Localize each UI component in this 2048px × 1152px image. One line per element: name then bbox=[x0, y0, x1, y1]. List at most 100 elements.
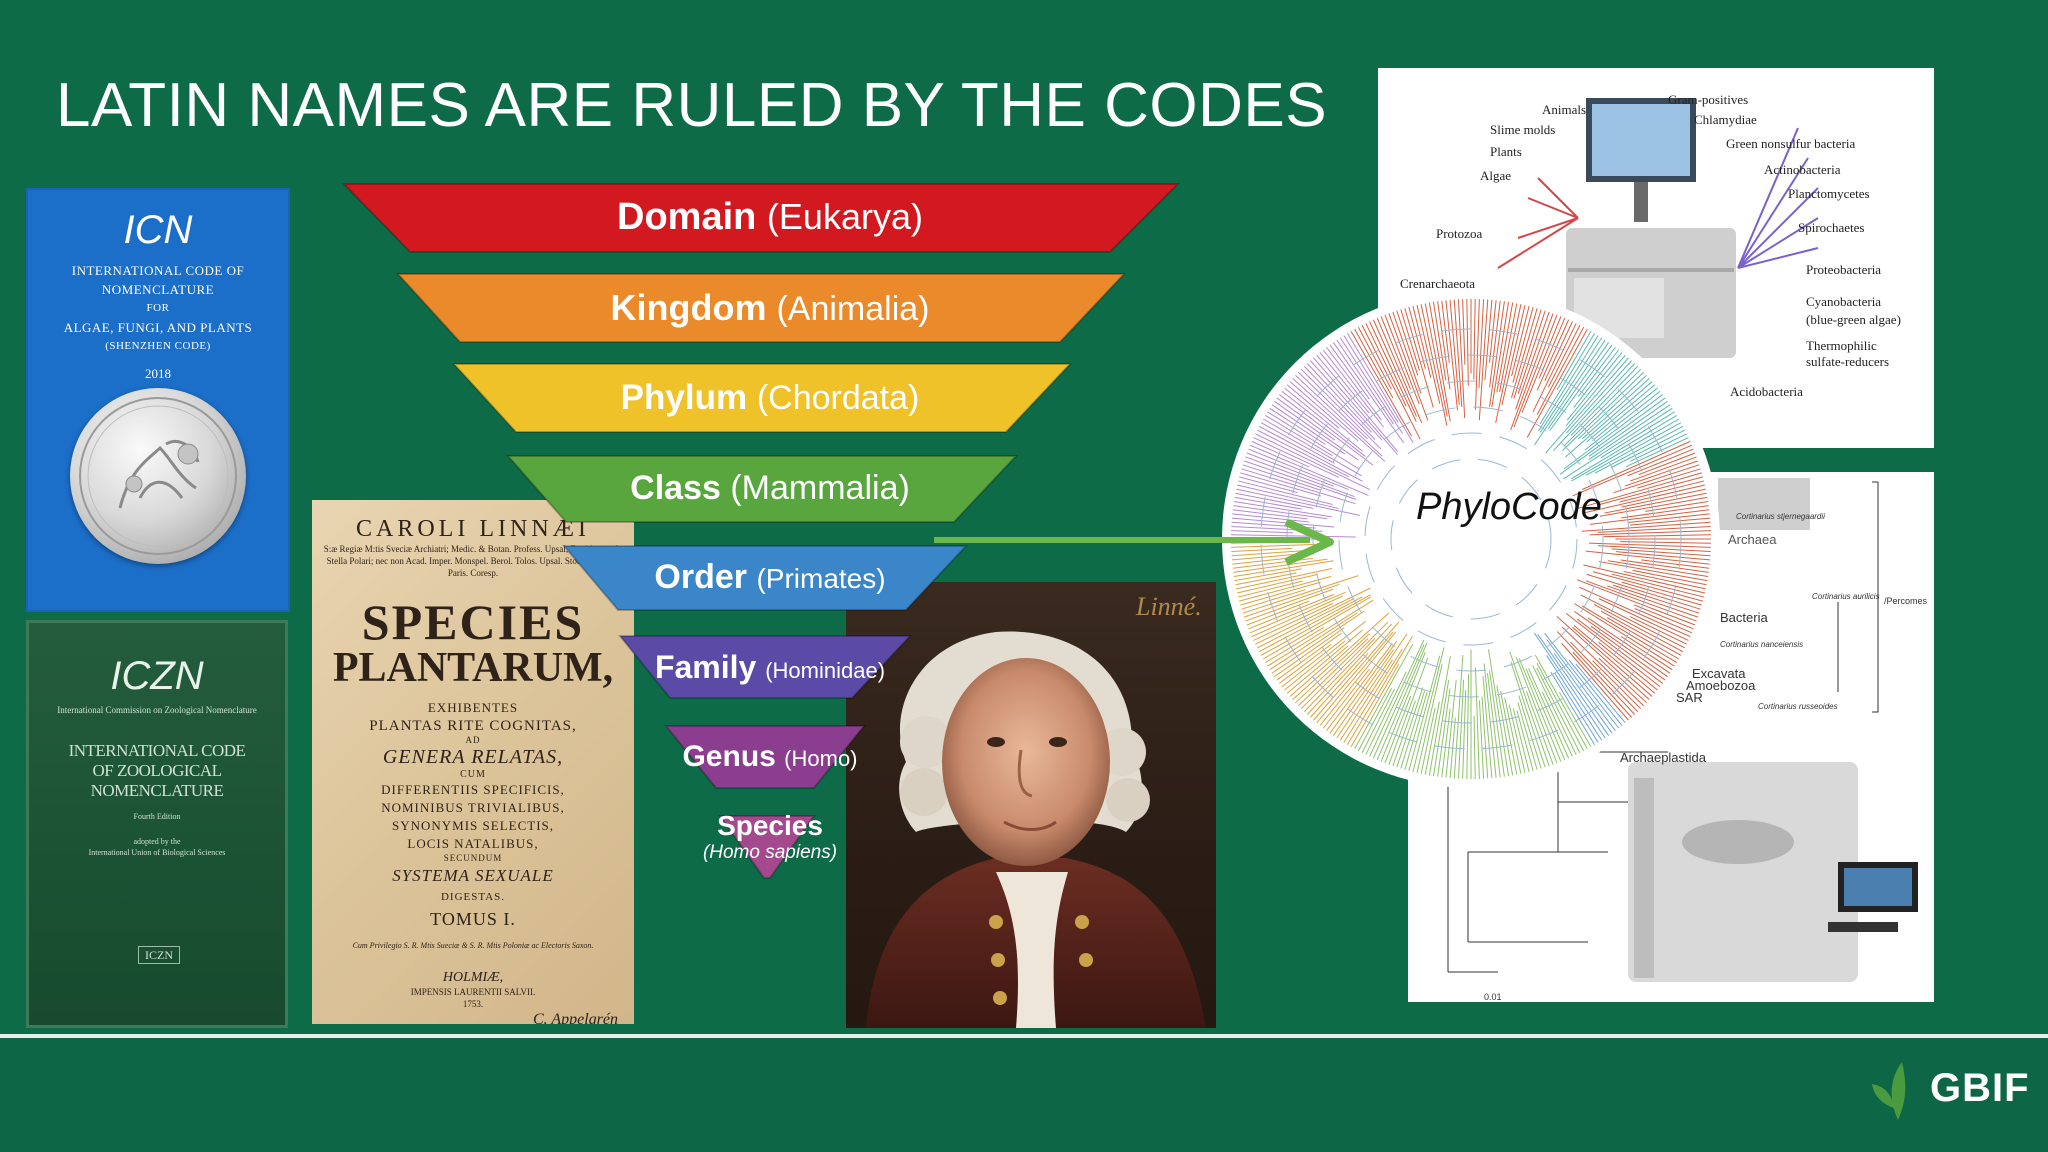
label-chlamydiae: Chlamydiae bbox=[1694, 112, 1757, 127]
cortinarius-stjernegaardii: Cortinarius stjernegaardii bbox=[1736, 512, 1825, 521]
icn-book-title: ICN bbox=[123, 208, 193, 252]
clade-amoebozoa: Amoebozoa bbox=[1686, 678, 1756, 693]
rank-example: (Mammalia) bbox=[730, 469, 910, 508]
rank-name: Order bbox=[654, 558, 757, 597]
rank-name: Genus bbox=[682, 739, 785, 773]
footer bbox=[0, 1038, 2048, 1152]
leaf-icon bbox=[1872, 1062, 1906, 1120]
icn-line-1: INTERNATIONAL CODE OF bbox=[71, 263, 245, 278]
label-plants: Plants bbox=[1490, 144, 1522, 159]
footer-divider bbox=[0, 1034, 2048, 1038]
phylogram-icon bbox=[1447, 478, 1918, 982]
sp-title-1: SPECIES bbox=[361, 594, 585, 650]
sp-year: 1753. bbox=[462, 999, 484, 1009]
rank-example: (Animalia) bbox=[776, 290, 930, 329]
sp-exhibentes: EXHIBENTES bbox=[427, 700, 519, 715]
rank-name: Domain bbox=[617, 196, 767, 239]
pyramid-band-domain bbox=[341, 183, 1181, 253]
sp-line-2: GENERA RELATAS, bbox=[382, 746, 564, 768]
rank-example: (Primates) bbox=[756, 563, 886, 595]
rank-name: Phylum bbox=[620, 377, 757, 417]
sp-tomus: TOMUS I. bbox=[430, 909, 516, 929]
taxonomy-pyramid: Domain (Eukarya) Kingdom (Animalia) Phylum… bbox=[340, 180, 1200, 900]
iczn-book-title: ICZN bbox=[110, 654, 204, 698]
label-sulfate-reducers: sulfate-reducers bbox=[1806, 354, 1890, 369]
pyramid-band-order bbox=[561, 545, 969, 611]
rank-label-species: Species(Homo sapiens) bbox=[340, 810, 1200, 864]
sp-signature: C. Appelgrén bbox=[532, 1011, 618, 1024]
cortinarius-russeoides: Cortinarius russeoides bbox=[1758, 702, 1838, 711]
iczn-main-line-1: INTERNATIONAL CODE bbox=[68, 741, 246, 760]
sp-line-3: DIFFERENTIIS SPECIFICIS, bbox=[381, 782, 565, 797]
icn-line-3: FOR bbox=[146, 302, 170, 314]
label-slime-molds: Slime molds bbox=[1490, 122, 1556, 137]
rank-label-order: Order (Primates) bbox=[340, 558, 1200, 597]
icn-year: 2018 bbox=[145, 366, 171, 381]
iczn-book-cover: ICZN International Commission on Zoologi… bbox=[26, 620, 288, 1028]
pyramid-band-family bbox=[617, 635, 913, 699]
rank-label-domain: Domain (Eukarya) bbox=[340, 196, 1200, 239]
scale-label: 0.01 bbox=[1484, 992, 1502, 1002]
sp-digestas: DIGESTAS. bbox=[440, 891, 506, 903]
rank-name: Species bbox=[717, 810, 823, 841]
pyramid-band-genus bbox=[663, 725, 867, 789]
clade-excavata: Excavata bbox=[1692, 666, 1746, 681]
percomes-label: /Percomes bbox=[1884, 596, 1928, 606]
clade-bacteria: Bacteria bbox=[1720, 610, 1768, 625]
sp-title-2: PLANTARUM, bbox=[332, 645, 614, 691]
sp-line-5: SYNONYMIS SELECTIS, bbox=[391, 818, 554, 833]
sp-line-1: PLANTAS RITE COGNITAS, bbox=[369, 718, 577, 734]
iczn-logo: ICZN bbox=[138, 946, 180, 964]
sp-ad: AD bbox=[465, 735, 481, 745]
rank-name: Kingdom bbox=[610, 287, 777, 329]
sp-line-6: LOCIS NATALIBUS, bbox=[407, 836, 539, 851]
pyramid-shapes bbox=[341, 183, 1181, 879]
pyramid-band-class bbox=[505, 455, 1019, 523]
sp-credits: S:æ Regiæ M:tis Sveciæ Archiatri; Medic.… bbox=[323, 544, 623, 578]
rank-label-kingdom: Kingdom (Animalia) bbox=[340, 287, 1200, 329]
rank-label-phylum: Phylum (Chordata) bbox=[340, 378, 1200, 418]
pyramid-band-species bbox=[718, 815, 816, 879]
label-thermophilic: Thermophilic bbox=[1806, 338, 1877, 353]
icn-line-4: ALGAE, FUNGI, AND PLANTS bbox=[63, 320, 253, 335]
pyramid-band-phylum bbox=[451, 363, 1073, 433]
rank-example: (Homo sapiens) bbox=[702, 842, 838, 863]
sp-cum: CUM bbox=[460, 769, 486, 780]
cortinarius-nanceiensis: Cortinarius nanceiensis bbox=[1720, 640, 1804, 649]
label-acidobacteria: Acidobacteria bbox=[1730, 384, 1803, 399]
phylocode-label: PhyloCode bbox=[1416, 486, 1602, 528]
rank-name: Family bbox=[654, 648, 766, 685]
label-proteobacteria: Proteobacteria bbox=[1806, 262, 1882, 277]
sp-privilege: Cum Privilegio S. R. Mtis Sueciæ & S. R.… bbox=[352, 941, 594, 950]
rank-label-class: Class (Mammalia) bbox=[340, 469, 1200, 508]
rank-example: (Chordata) bbox=[756, 378, 920, 417]
sp-line-4: NOMINIBUS TRIVIALIBUS, bbox=[381, 800, 565, 815]
rank-example: (Homo) bbox=[784, 745, 858, 771]
label-blue-green-algae: (blue-green algae) bbox=[1806, 312, 1901, 327]
label-protozoa: Protozoa bbox=[1436, 226, 1483, 241]
portrait-figure-icon bbox=[866, 631, 1206, 1028]
label-actinobacteria: Actinobacteria bbox=[1764, 162, 1841, 177]
label-green-nonsulfur: Green nonsulfur bacteria bbox=[1726, 136, 1856, 151]
label-animals: Animals bbox=[1542, 102, 1587, 117]
sp-author: CAROLI LINNÆI bbox=[356, 516, 590, 542]
clade-archaeplastida: Archaeplastida bbox=[1620, 750, 1706, 765]
rank-label-family: Family (Hominidae) bbox=[340, 649, 1200, 686]
iczn-main-line-2: OF ZOOLOGICAL NOMENCLATURE bbox=[90, 761, 224, 800]
circular-tree-icon bbox=[1231, 299, 1711, 779]
rank-example: (Eukarya) bbox=[766, 196, 923, 238]
label-crenarchaeota: Crenarchaeota bbox=[1400, 276, 1476, 291]
clade-sar: SAR bbox=[1676, 690, 1703, 705]
rank-name: Class bbox=[630, 469, 731, 508]
iczn-adopted-1: adopted by the bbox=[133, 837, 181, 846]
label-gram-positives: Gram-positives bbox=[1668, 92, 1749, 107]
linnaeus-portrait: Linné. bbox=[846, 582, 1216, 1028]
cortinarius-aurilicis: Cortinarius aurilicis bbox=[1812, 592, 1880, 601]
rank-label-genus: Genus (Homo) bbox=[340, 740, 1200, 774]
gbif-text: GBIF bbox=[1930, 1066, 2030, 1110]
medal-relief-icon bbox=[79, 397, 237, 555]
pyramid-band-kingdom bbox=[395, 273, 1127, 343]
label-spirochaetes: Spirochaetes bbox=[1798, 220, 1865, 235]
medal-image bbox=[70, 388, 246, 564]
gbif-logo[interactable]: GBIF bbox=[1868, 1058, 2030, 1120]
